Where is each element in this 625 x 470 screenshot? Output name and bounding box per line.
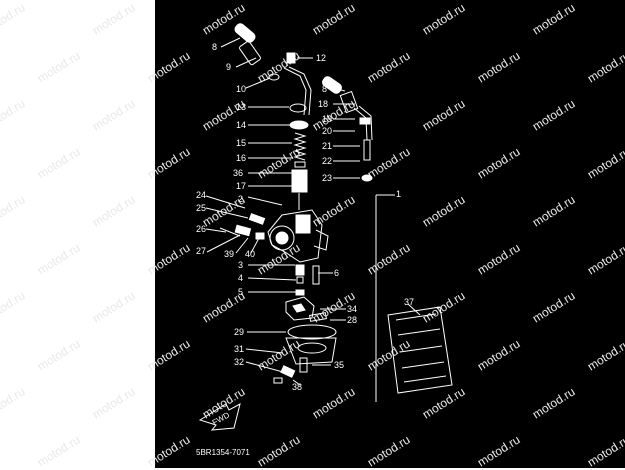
- callout-39: 39: [224, 249, 235, 259]
- callout-23: 23: [322, 173, 333, 183]
- callout-27: 27: [196, 246, 207, 256]
- callout-22: 22: [322, 156, 333, 166]
- callout-15: 15: [236, 138, 247, 148]
- drawing-number: 5BR1354-7071: [196, 448, 250, 457]
- callout-31: 31: [234, 344, 245, 354]
- callout-1: 1: [396, 189, 402, 199]
- callout-12: 12: [316, 53, 327, 63]
- callout-29: 29: [234, 327, 245, 337]
- callout-10: 10: [236, 84, 247, 94]
- callout-4: 4: [238, 273, 244, 283]
- callout-17: 17: [236, 181, 247, 191]
- callout-2: 2: [238, 194, 244, 204]
- callout-32: 32: [234, 357, 245, 367]
- callout-26: 26: [196, 224, 207, 234]
- callout-8: 8: [322, 84, 328, 94]
- callout-28: 28: [347, 315, 358, 325]
- callout-20: 20: [322, 126, 333, 136]
- callout-25: 25: [196, 203, 207, 213]
- callout-38: 38: [292, 382, 303, 392]
- callout-21: 21: [322, 141, 333, 151]
- callout-34: 34: [347, 304, 358, 314]
- callout-14: 14: [236, 120, 247, 130]
- callout-36: 36: [233, 168, 244, 178]
- callout-5: 5: [238, 287, 244, 297]
- callout-24: 24: [196, 190, 207, 200]
- callout-16: 16: [236, 153, 247, 163]
- callout-6: 6: [334, 268, 340, 278]
- fwd-label: FWD: [211, 410, 231, 427]
- callout-35: 35: [334, 360, 345, 370]
- callout-37: 37: [404, 297, 415, 307]
- callout-18: 18: [318, 99, 329, 109]
- exploded-view-panel: [155, 0, 625, 468]
- callout-13: 13: [236, 102, 247, 112]
- callout-8: 8: [212, 42, 218, 52]
- callout-40: 40: [245, 249, 256, 259]
- callout-19: 19: [322, 114, 333, 124]
- callout-3: 3: [238, 260, 244, 270]
- callout-9: 9: [226, 62, 232, 72]
